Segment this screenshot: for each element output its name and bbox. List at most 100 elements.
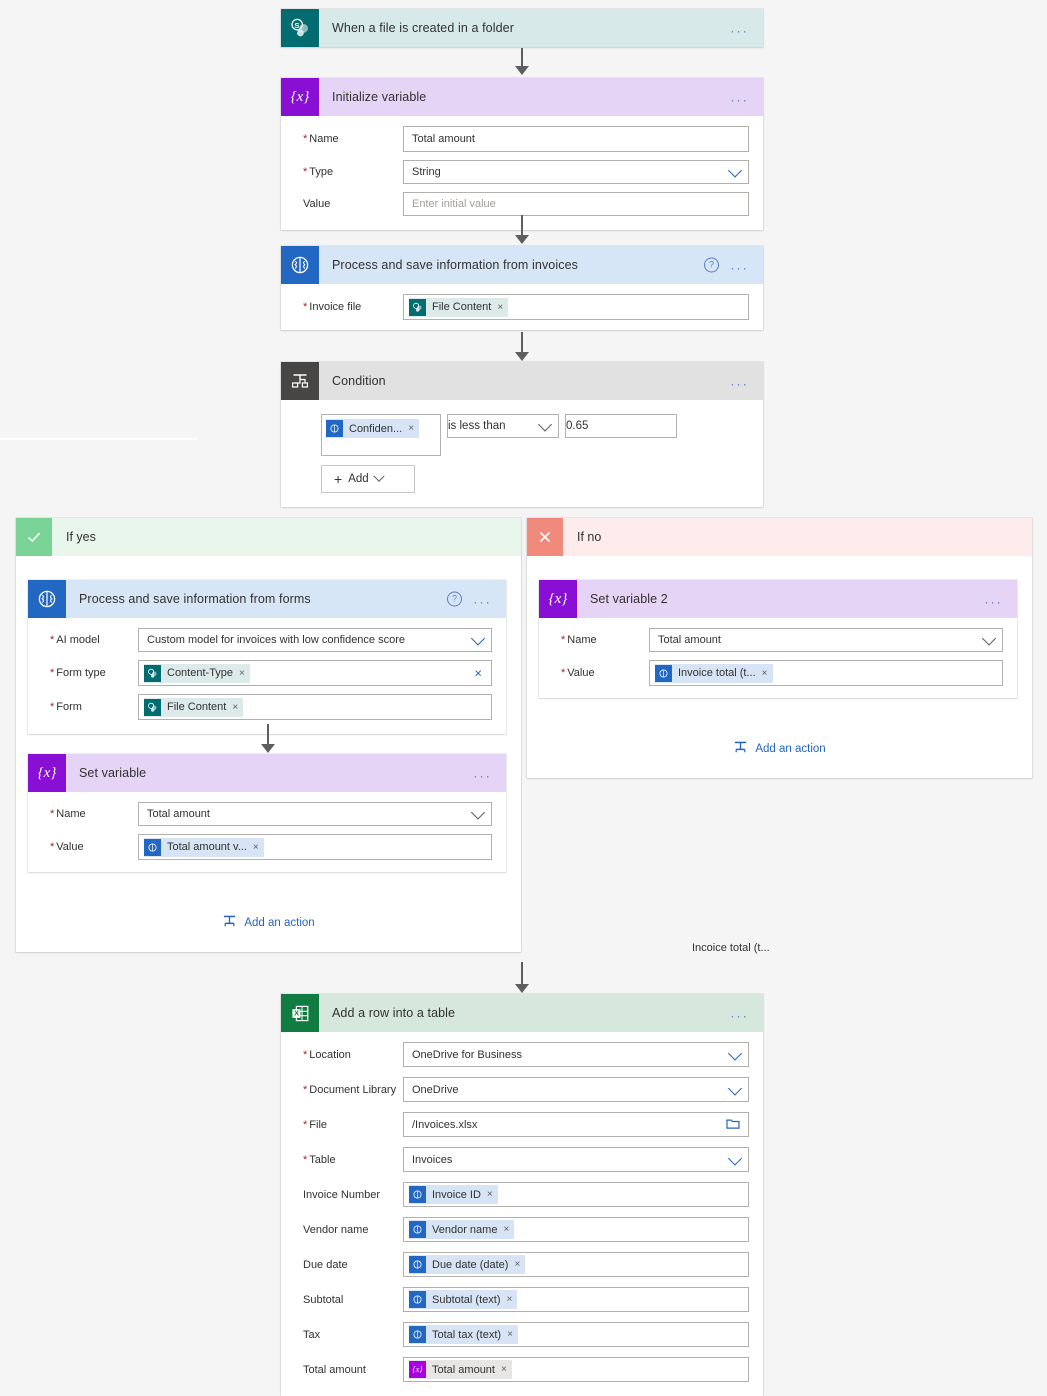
token-chip-total-amount[interactable]: {x} Total amount × — [409, 1360, 512, 1379]
process-forms-header[interactable]: Process and save information from forms … — [28, 580, 506, 618]
condition-left-operand-input[interactable]: Confiden... × — [321, 414, 441, 456]
token-label: Total amount — [432, 1363, 495, 1376]
ai-model-dropdown[interactable]: Custom model for invoices with low confi… — [138, 628, 492, 652]
token-remove-icon[interactable]: × — [408, 423, 415, 434]
tax-input[interactable]: Total tax (text) × — [403, 1322, 749, 1347]
subtotal-input[interactable]: Subtotal (text) × — [403, 1287, 749, 1312]
token-remove-icon[interactable]: × — [252, 841, 259, 853]
process-forms-menu-button[interactable]: ... — [473, 591, 492, 607]
token-remove-icon[interactable]: × — [507, 1329, 513, 1340]
condition-title: Condition — [332, 374, 386, 388]
set-name-dropdown[interactable]: Total amount — [138, 802, 492, 826]
condition-value-input[interactable]: 0.65 — [565, 414, 677, 438]
help-icon[interactable]: ? — [704, 257, 719, 273]
set2-value-input[interactable]: Invoice total (t... × — [649, 660, 1003, 686]
set2-name-dropdown[interactable]: Total amount — [649, 628, 1003, 652]
token-chip-invoice-id[interactable]: Invoice ID × — [409, 1185, 498, 1204]
action-card-process-invoices[interactable]: Process and save information from invoic… — [281, 246, 763, 330]
table-value: Invoices — [412, 1153, 453, 1166]
add-row-menu-button[interactable]: ... — [730, 1005, 749, 1021]
document-library-dropdown[interactable]: OneDrive — [403, 1077, 749, 1102]
location-dropdown[interactable]: OneDrive for Business — [403, 1042, 749, 1067]
token-chip-content-type[interactable]: Content-Type × — [144, 663, 250, 683]
add-row-header[interactable]: X Add a row into a table ... — [281, 994, 763, 1032]
trigger-card-header[interactable]: S When a file is created in a folder ... — [281, 9, 763, 47]
set2-name-value: Total amount — [658, 634, 721, 646]
action-card-condition[interactable]: Condition ... Confiden... × is less than — [281, 362, 763, 507]
if-yes-add-action[interactable]: Add an action — [16, 914, 521, 932]
condition-operator-dropdown[interactable]: is less than — [447, 414, 559, 438]
field-label-form: Form — [42, 701, 138, 713]
chevron-down-icon — [727, 1080, 743, 1096]
condition-row: Confiden... × is less than 0.65 — [321, 414, 763, 456]
invoice-file-input[interactable]: File Content × — [403, 294, 749, 320]
name-input[interactable]: Total amount — [403, 126, 749, 152]
form-input[interactable]: File Content × — [138, 694, 492, 720]
token-chip-subtotal[interactable]: Subtotal (text) × — [409, 1290, 518, 1309]
trigger-menu-button[interactable]: ... — [730, 20, 749, 36]
branch-if-no: If no {x} Set variable 2 ... Name Total … — [527, 518, 1032, 778]
token-remove-icon[interactable]: × — [506, 1294, 513, 1305]
token-remove-icon[interactable]: × — [232, 701, 239, 713]
token-remove-icon[interactable]: × — [486, 1189, 493, 1200]
value-input[interactable]: Enter initial value — [403, 192, 749, 216]
token-remove-icon[interactable]: × — [500, 1364, 507, 1375]
ai-model-value: Custom model for invoices with low confi… — [147, 634, 406, 646]
token-remove-icon[interactable]: × — [239, 667, 245, 679]
token-remove-icon[interactable]: × — [503, 1224, 510, 1235]
token-chip-file-content[interactable]: File Content × — [409, 297, 509, 317]
condition-add-button[interactable]: + Add — [321, 465, 415, 493]
initialize-variable-menu-button[interactable]: ... — [730, 89, 749, 105]
due-date-input[interactable]: Due date (date) × — [403, 1252, 749, 1277]
set-variable-menu-button[interactable]: ... — [473, 765, 492, 781]
condition-menu-button[interactable]: ... — [730, 373, 749, 389]
field-label-table: Table — [295, 1154, 403, 1166]
initialize-variable-header[interactable]: {x} Initialize variable ... — [281, 78, 763, 116]
action-card-add-row[interactable]: X Add a row into a table ... Location On… — [281, 994, 763, 1396]
token-chip-total-tax[interactable]: Total tax (text) × — [409, 1325, 518, 1344]
field-row-location: Location OneDrive for Business — [295, 1042, 749, 1067]
field-row-table: Table Invoices — [295, 1147, 749, 1172]
set-variable-header[interactable]: {x} Set variable ... — [28, 754, 506, 792]
ai-builder-icon — [409, 1256, 426, 1273]
process-invoices-menu-button[interactable]: ... — [730, 257, 749, 273]
token-remove-icon[interactable]: × — [497, 301, 504, 313]
if-no-add-action[interactable]: Add an action — [527, 740, 1032, 758]
table-dropdown[interactable]: Invoices — [403, 1147, 749, 1172]
invoice-number-input[interactable]: Invoice ID × — [403, 1182, 749, 1207]
type-dropdown[interactable]: String — [403, 160, 749, 184]
set-variable-2-header[interactable]: {x} Set variable 2 ... — [539, 580, 1017, 618]
chevron-down-icon — [727, 1045, 743, 1061]
if-no-header: If no — [527, 518, 1032, 556]
action-card-initialize-variable[interactable]: {x} Initialize variable ... Name Total a… — [281, 78, 763, 230]
condition-header[interactable]: Condition ... — [281, 362, 763, 400]
field-row-form-type: Form type Content-Type × × — [42, 660, 492, 686]
token-chip-file-content[interactable]: File Content × — [144, 697, 244, 717]
token-chip-invoice-total[interactable]: Invoice total (t... × — [655, 663, 773, 683]
process-invoices-header[interactable]: Process and save information from invoic… — [281, 246, 763, 284]
token-chip-due-date[interactable]: Due date (date) × — [409, 1255, 526, 1274]
if-no-title: If no — [577, 530, 602, 544]
help-icon[interactable]: ? — [447, 591, 462, 607]
token-chip-vendor-name[interactable]: Vendor name × — [409, 1220, 515, 1239]
token-chip-confidence[interactable]: Confiden... × — [326, 419, 420, 438]
folder-picker-icon[interactable] — [726, 1117, 740, 1132]
set-value-input[interactable]: Total amount v... × — [138, 834, 492, 860]
token-remove-icon[interactable]: × — [514, 1259, 521, 1270]
connector-arrow-if-yes — [260, 724, 276, 754]
field-row-file: File /Invoices.xlsx — [295, 1112, 749, 1137]
name-input-value: Total amount — [412, 133, 475, 145]
form-type-input[interactable]: Content-Type × × — [138, 660, 492, 686]
token-chip-total-amount-value[interactable]: Total amount v... × — [144, 837, 264, 857]
ai-builder-icon — [409, 1221, 426, 1238]
action-card-process-forms[interactable]: Process and save information from forms … — [28, 580, 506, 734]
total-amount-input[interactable]: {x} Total amount × — [403, 1357, 749, 1382]
token-remove-icon[interactable]: × — [761, 667, 768, 679]
action-card-set-variable[interactable]: {x} Set variable ... Name Total amount V… — [28, 754, 506, 872]
action-card-set-variable-2[interactable]: {x} Set variable 2 ... Name Total amount… — [539, 580, 1017, 698]
trigger-card-sharepoint[interactable]: S When a file is created in a folder ... — [281, 9, 763, 47]
vendor-name-input[interactable]: Vendor name × — [403, 1217, 749, 1242]
file-input[interactable]: /Invoices.xlsx — [403, 1112, 749, 1137]
clear-field-icon[interactable]: × — [474, 665, 482, 681]
set-variable-2-menu-button[interactable]: ... — [984, 591, 1003, 607]
